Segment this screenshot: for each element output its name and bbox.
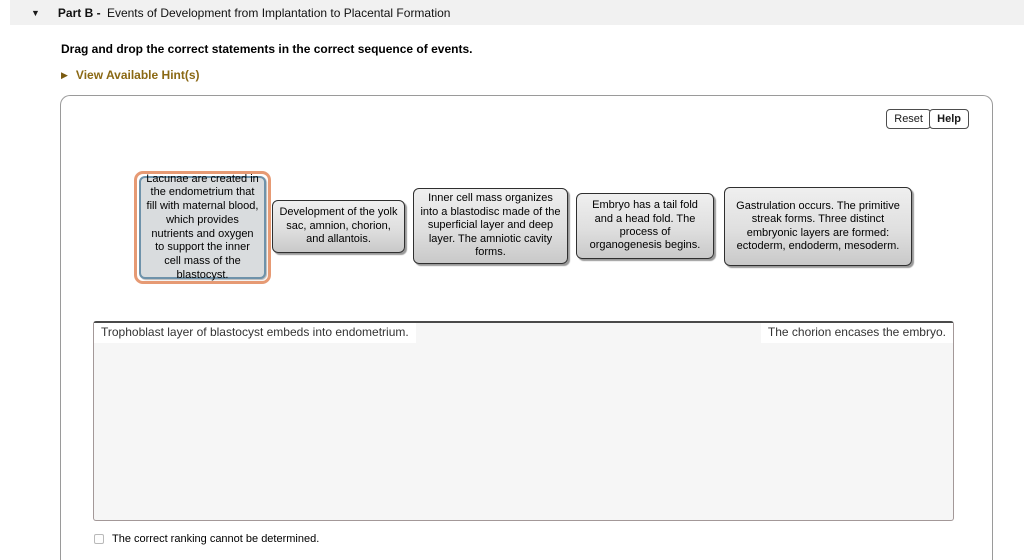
cannot-determine-row: The correct ranking cannot be determined…	[94, 533, 319, 545]
cannot-determine-label: The correct ranking cannot be determined…	[112, 533, 320, 545]
draggable-card-gastrulation[interactable]: Gastrulation occurs. The primitive strea…	[724, 187, 912, 266]
help-button[interactable]: Help	[929, 109, 969, 129]
card-text: Lacunae are created in the endometrium t…	[139, 173, 266, 281]
part-header: ▼ Part B - Events of Development from Im…	[10, 0, 1024, 25]
instruction-text: Drag and drop the correct statements in …	[61, 42, 473, 56]
sequence-first-label: Trophoblast layer of blastocyst embeds i…	[94, 323, 416, 343]
collapse-icon[interactable]: ▼	[31, 7, 40, 18]
sequence-dropzone[interactable]: Trophoblast layer of blastocyst embeds i…	[93, 321, 954, 521]
part-title-text: Events of Development from Implantation …	[106, 5, 451, 20]
activity-panel: Reset Help Lacunae are created in the en…	[60, 95, 993, 560]
part-title: Part B - Events of Development from Impl…	[58, 6, 451, 20]
hints-label: View Available Hint(s)	[75, 68, 200, 82]
draggable-card-lacunae-selected[interactable]: Lacunae are created in the endometrium t…	[134, 171, 271, 284]
draggable-card-blastodisc[interactable]: Inner cell mass organizes into a blastod…	[413, 188, 568, 264]
hint-expand-icon: ▶	[61, 69, 68, 80]
sequence-last-label: The chorion encases the embryo.	[760, 323, 953, 343]
cannot-determine-checkbox[interactable]	[94, 534, 104, 544]
hints-toggle[interactable]: ▶ View Available Hint(s)	[61, 68, 200, 82]
part-label: Part B -	[57, 5, 101, 20]
draggable-card-organogenesis[interactable]: Embryo has a tail fold and a head fold. …	[576, 193, 714, 259]
draggable-card-yolk-sac[interactable]: Development of the yolk sac, amnion, cho…	[272, 200, 405, 253]
reset-button[interactable]: Reset	[886, 109, 931, 129]
